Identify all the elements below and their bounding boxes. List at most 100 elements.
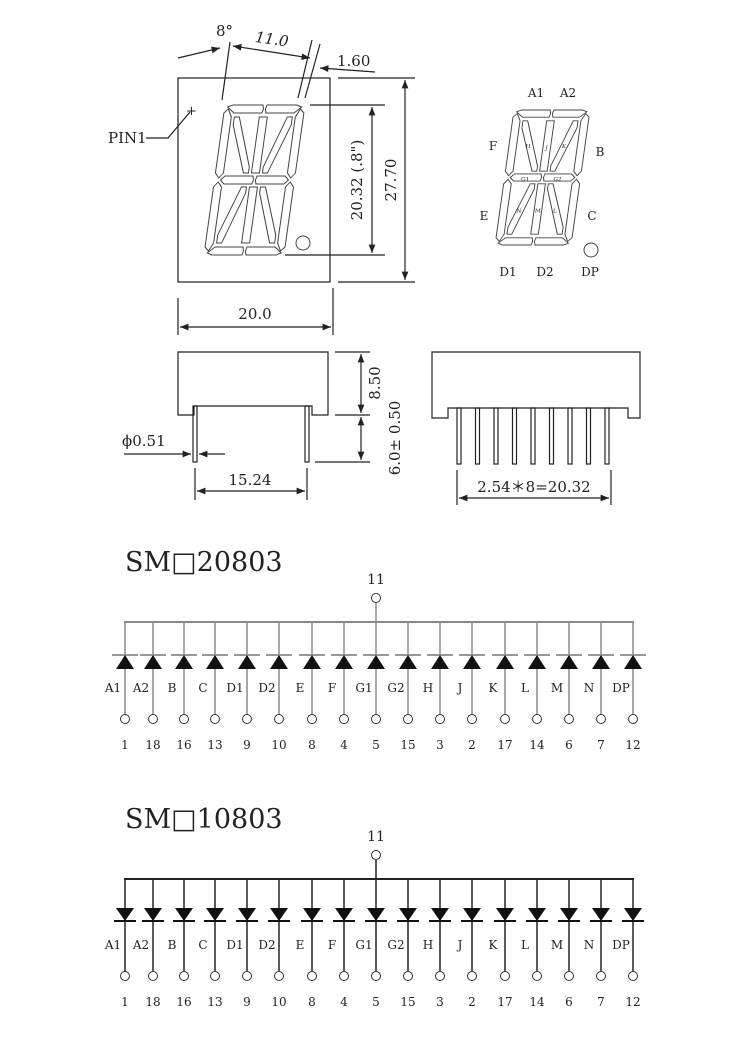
diode-symbol [335, 655, 353, 669]
pin-terminal [242, 714, 252, 724]
common-pin-terminal [371, 593, 381, 603]
diode-symbol [175, 655, 193, 669]
pin-number: 18 [145, 995, 160, 1009]
segment-e [495, 178, 512, 243]
pin-terminal [307, 971, 317, 981]
pin-terminal [210, 714, 220, 724]
pin1-label: PIN1 [108, 129, 147, 147]
diode-symbol [270, 655, 288, 669]
pin-number: 5 [372, 738, 380, 752]
label-c: C [587, 209, 596, 223]
diode-symbol [496, 655, 514, 669]
pin-number: 2 [468, 738, 476, 752]
pin-number: 1 [121, 995, 129, 1009]
segment-n [216, 186, 248, 244]
pin-number: 14 [529, 995, 545, 1009]
pin-number: 6 [565, 995, 573, 1009]
offset-dimension: 1.60 [337, 52, 370, 70]
diode-symbol [238, 908, 256, 921]
pin-terminal [210, 971, 220, 981]
pin-terminal [371, 971, 381, 981]
common-pin-number: 11 [367, 829, 385, 845]
lead [456, 407, 462, 465]
lead [585, 407, 592, 465]
segment-j [539, 120, 555, 172]
segment-h [232, 116, 250, 174]
pin-terminal [596, 971, 606, 981]
pin-terminal [435, 714, 445, 724]
diode-symbol [431, 908, 449, 921]
pin-terminal [242, 971, 252, 981]
pin-number: 2 [468, 995, 476, 1009]
body-width-dimension: 20.0 [238, 305, 271, 323]
segment-d1 [497, 237, 534, 246]
pin-number: 17 [497, 995, 512, 1009]
pin-number: 4 [340, 738, 348, 752]
segment-label: A2 [132, 938, 149, 952]
segment-label: G2 [387, 681, 404, 695]
segment-label: J [456, 938, 463, 952]
segment-label: L [521, 938, 529, 952]
sixteen-segment-digit [204, 104, 305, 256]
label-a2: A2 [559, 86, 576, 100]
pin-number: 9 [243, 738, 251, 752]
pin-number: 5 [372, 995, 380, 1009]
segment-l [547, 183, 564, 235]
diode-symbol [528, 655, 546, 669]
end-body [431, 351, 641, 419]
side-view: 8.50 6.0± 0.50 ϕ0.51 15.24 [122, 351, 404, 500]
angle-dimension: 8° [216, 22, 233, 40]
segment-c [564, 178, 581, 243]
pin-number: 8 [308, 738, 316, 752]
segment-label: D2 [258, 681, 275, 695]
body-depth-dimension: 8.50 [366, 366, 384, 399]
diode-symbol [560, 655, 578, 669]
segment-label: B [168, 938, 177, 952]
lead [548, 407, 555, 465]
part-number-title: SM□10803 [125, 804, 283, 835]
part-number-title: SM□20803 [125, 547, 283, 578]
pin-terminal [500, 971, 510, 981]
diode-symbol [144, 908, 162, 921]
segment-label: A2 [132, 681, 149, 695]
inner-label-j: J [544, 146, 548, 152]
segment-label: E [296, 938, 305, 952]
diode-symbol [238, 655, 256, 669]
decimal-point [295, 235, 311, 251]
pin-terminal [467, 971, 477, 981]
pin-number: 4 [340, 995, 348, 1009]
segment-a1 [515, 109, 552, 118]
pin-terminal [148, 714, 158, 724]
pin-terminal [500, 714, 510, 724]
segment-label: C [198, 681, 207, 695]
inner-label-m: M [534, 209, 541, 215]
pin-terminal [339, 714, 349, 724]
segment-label: C [198, 938, 207, 952]
pitch-dimension: 2.54＊8=20.32 [477, 478, 590, 496]
label-d1: D1 [499, 265, 516, 279]
pin-number: 12 [625, 738, 640, 752]
segment-label: K [489, 681, 499, 695]
pin-terminal [120, 971, 130, 981]
label-a1: A1 [527, 86, 544, 100]
segment-f [214, 108, 232, 179]
pin-number: 17 [497, 738, 512, 752]
segment-a2 [264, 104, 303, 114]
pin-number: 12 [625, 995, 640, 1009]
segment-label: N [584, 938, 595, 952]
pin-number: 7 [597, 738, 605, 752]
segment-b [286, 108, 305, 179]
diode-symbol [303, 908, 321, 921]
diode-symbol [463, 655, 481, 669]
row-spacing-dimension: 15.24 [229, 471, 272, 489]
pin-number: 6 [565, 738, 573, 752]
inner-label-g1: G1 [521, 177, 530, 183]
pin-terminal [564, 714, 574, 724]
inner-label-n: N [516, 209, 522, 215]
segment-h [521, 120, 538, 172]
lead [304, 405, 310, 463]
segment-label: J [456, 681, 463, 695]
segment-g2 [542, 173, 576, 182]
